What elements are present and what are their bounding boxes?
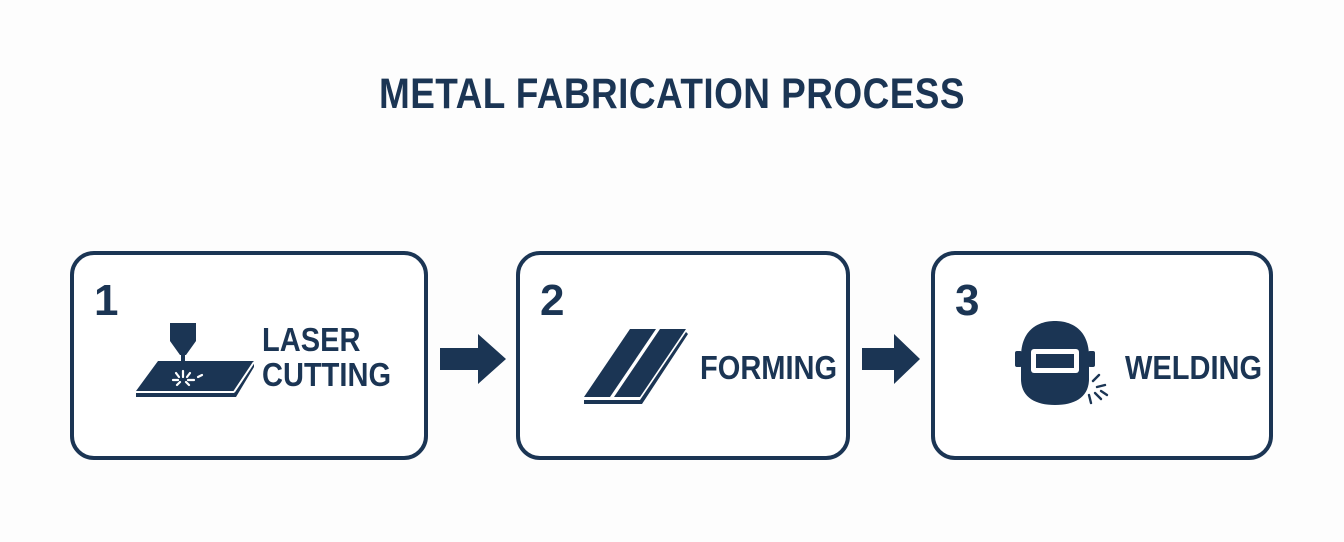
arrow-right-icon xyxy=(862,334,920,384)
step-laser-cutting: 1 LASER CUTTING xyxy=(70,251,428,460)
diagram-title: METAL FABRICATION PROCESS xyxy=(378,70,966,118)
step-number: 1 xyxy=(94,276,119,325)
welding-helmet-icon xyxy=(1015,321,1109,405)
step-label: LASER CUTTING xyxy=(262,321,392,393)
step-welding: 3 WELDING xyxy=(931,251,1273,460)
step-number: 2 xyxy=(540,276,565,325)
metal-sheet-icon xyxy=(584,329,688,404)
arrow-right-icon xyxy=(440,334,506,384)
step-label: FORMING xyxy=(700,349,838,386)
step-forming: 2 FORMING xyxy=(516,251,850,460)
laser-cutting-icon xyxy=(136,323,255,397)
step-label: WELDING xyxy=(1125,349,1263,386)
step-number: 3 xyxy=(955,276,980,325)
